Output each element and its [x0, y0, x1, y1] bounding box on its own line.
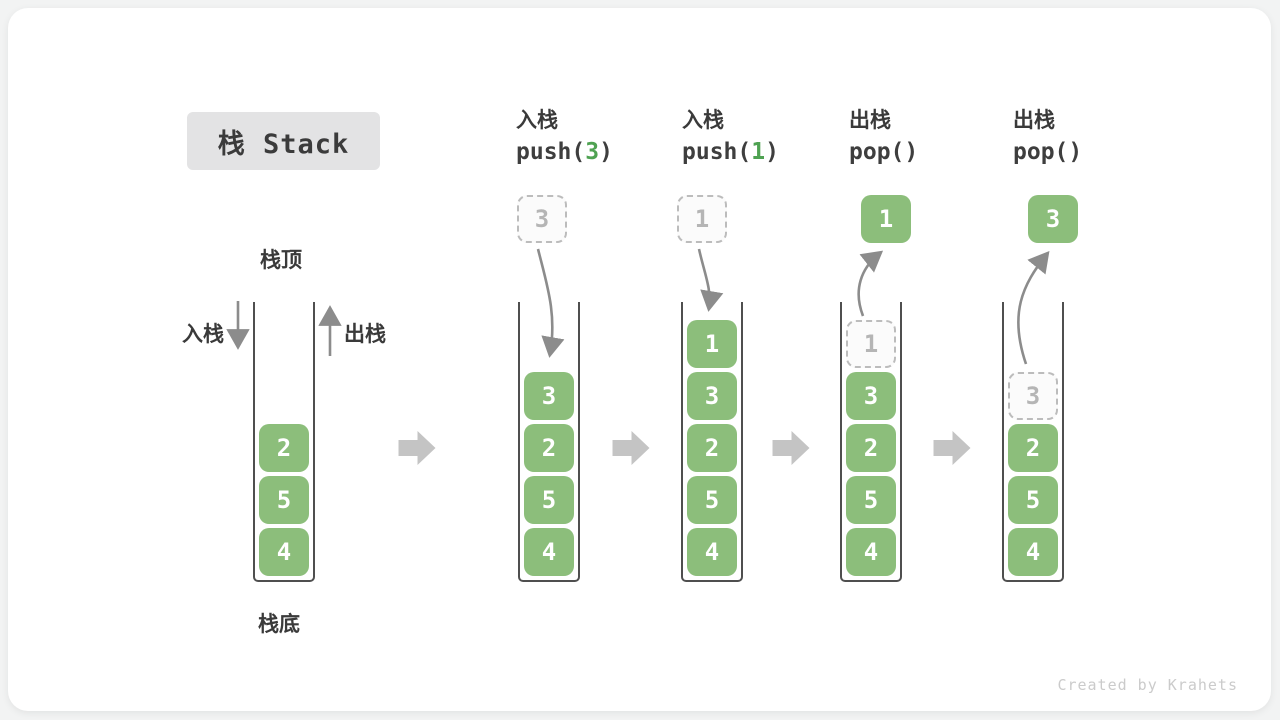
stack-cell: 2: [524, 424, 574, 472]
op-code-text: ): [765, 139, 779, 165]
stack-container-initial-stack: [253, 302, 315, 582]
stack-cell: 2: [846, 424, 896, 472]
stack-container-after-push-3: [518, 302, 580, 582]
stack-cell: 5: [687, 476, 737, 524]
pop-side-label: 出栈: [344, 322, 386, 346]
flow-arrow-icon: [398, 431, 436, 465]
stack-cell: 4: [687, 528, 737, 576]
op-code-label: pop(): [1013, 139, 1082, 165]
op-code-text: pop(): [849, 139, 919, 165]
stack-cell-ghost: 1: [846, 320, 896, 368]
op-code-label: pop(): [849, 139, 918, 165]
stack-cell: 4: [524, 528, 574, 576]
stack-top-label: 栈顶: [260, 248, 302, 272]
stack-cell: 5: [1008, 476, 1058, 524]
op-code-label: push(3): [516, 139, 613, 165]
floating-value-box: 1: [677, 195, 727, 243]
stack-cell: 3: [524, 372, 574, 420]
op-cn-label: 入栈: [516, 108, 558, 132]
stack-cell-ghost: 3: [1008, 372, 1058, 420]
flow-arrow-icon: [933, 431, 971, 465]
floating-value-box: 3: [1028, 195, 1078, 243]
op-code-label: push(1): [682, 139, 779, 165]
stack-cell: 3: [687, 372, 737, 420]
flow-arrow-icon: [772, 431, 810, 465]
stack-cell: 4: [259, 528, 309, 576]
op-code-text: push(: [682, 139, 752, 165]
stack-container-after-pop-3: [1002, 302, 1064, 582]
stack-cell: 4: [1008, 528, 1058, 576]
stack-cell: 2: [1008, 424, 1058, 472]
op-code-text: pop(): [1013, 139, 1083, 165]
floating-value-box: 3: [517, 195, 567, 243]
push-side-label: 入栈: [182, 322, 224, 346]
stack-cell: 3: [846, 372, 896, 420]
watermark: Created by Krahets: [1057, 676, 1238, 694]
stack-cell: 1: [687, 320, 737, 368]
stack-cell: 5: [524, 476, 574, 524]
floating-value-box: 1: [861, 195, 911, 243]
op-cn-label: 出栈: [849, 108, 891, 132]
stack-bottom-label: 栈底: [258, 612, 300, 636]
stack-cell: 2: [687, 424, 737, 472]
stack-cell: 5: [259, 476, 309, 524]
stack-cell: 4: [846, 528, 896, 576]
op-cn-label: 入栈: [682, 108, 724, 132]
stack-cell: 2: [259, 424, 309, 472]
stack-cell: 5: [846, 476, 896, 524]
op-code-text: ): [599, 139, 613, 165]
op-code-text: push(: [516, 139, 586, 165]
op-cn-label: 出栈: [1013, 108, 1055, 132]
op-arg-value: 1: [751, 139, 766, 165]
op-arg-value: 3: [585, 139, 600, 165]
stack-container-after-pop-1: [840, 302, 902, 582]
flow-arrow-icon: [612, 431, 650, 465]
stack-container-after-push-1: [681, 302, 743, 582]
diagram-title: 栈 Stack: [187, 112, 380, 170]
push-1-arrow-icon: [697, 248, 724, 312]
